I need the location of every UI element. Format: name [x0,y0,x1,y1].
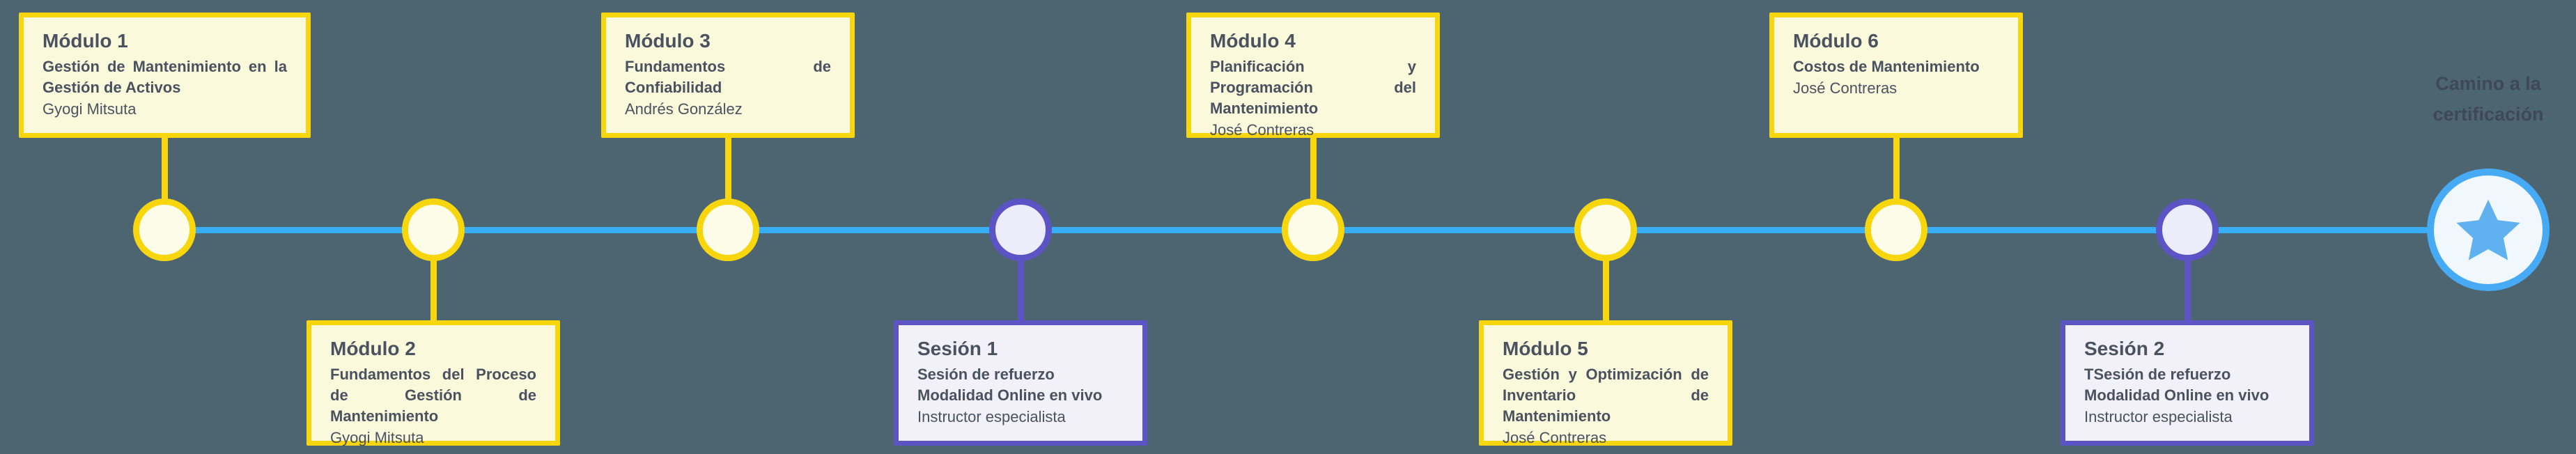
card-subtitle: Planificación y Programación del Manteni… [1210,58,1416,117]
timeline-node-sesion-2 [2156,198,2219,261]
card-title: Módulo 5 [1503,338,1588,359]
card-modulo-3: Módulo 3 Fundamentos de Confiabilidad An… [601,13,855,138]
timeline-node-modulo-2 [402,198,465,261]
card-subtitle: Gestión de Mantenimiento en la Gestión d… [42,58,287,96]
card-subtitle: Modalidad Online en vivo [917,386,1103,404]
card-subtitle: Gestión y Optimización de Inventario de … [1503,366,1709,425]
card-author: Gyogi Mitsuta [330,429,424,446]
card-subtitle: Fundamentos de Confiabilidad [625,58,831,96]
connector-sesion-2 [2185,256,2191,322]
card-title: Módulo 1 [42,30,128,52]
timeline-node-modulo-5 [1574,198,1637,261]
card-author: Andrés González [625,100,743,118]
card-title: Módulo 3 [625,30,711,52]
card-subtitle: Modalidad Online en vivo [2084,386,2269,404]
card-title: Módulo 6 [1793,30,1879,52]
timeline-node-modulo-6 [1865,198,1927,261]
connector-modulo-4 [1310,136,1317,202]
timeline-node-modulo-3 [697,198,759,261]
connector-modulo-3 [725,136,731,202]
connector-modulo-6 [1893,136,1900,202]
card-modulo-1: Módulo 1 Gestión de Mantenimiento en la … [19,13,311,138]
card-subtitle: Costos de Mantenimiento [1793,58,1980,75]
card-author: Gyogi Mitsuta [42,100,137,118]
card-subtitle: TSesión de refuerzo [2084,366,2231,383]
connector-modulo-1 [162,136,168,202]
card-author: Instructor especialista [917,408,1066,425]
connector-modulo-5 [1603,256,1609,322]
finish-caption-line2: certificación [2433,104,2544,125]
card-modulo-5: Módulo 5 Gestión y Optimización de Inven… [1479,320,1732,446]
card-title: Módulo 4 [1210,30,1296,52]
card-title: Sesión 1 [917,338,998,359]
finish-badge [2427,169,2550,291]
finish-caption: Camino a la certificación [2377,68,2576,130]
card-title: Módulo 2 [330,338,416,359]
card-author: José Contreras [1210,121,1314,139]
timeline-node-modulo-4 [1282,198,1344,261]
star-icon [2455,196,2522,263]
card-subtitle: Sesión de refuerzo [917,366,1055,383]
timeline-node-sesion-1 [989,198,1052,261]
timeline-node-modulo-1 [133,198,196,261]
card-author: José Contreras [1793,79,1898,97]
connector-modulo-2 [430,256,437,322]
card-author: José Contreras [1503,429,1607,446]
connector-sesion-1 [1018,256,1024,322]
card-sesion-2: Sesión 2 TSesión de refuerzo Modalidad O… [2061,320,2314,446]
card-title: Sesión 2 [2084,338,2165,359]
card-subtitle: Fundamentos del Proceso de Gestión de Ma… [330,366,536,425]
card-modulo-6: Módulo 6 Costos de Mantenimiento José Co… [1769,13,2023,138]
finish-caption-line1: Camino a la [2435,73,2541,94]
card-modulo-4: Módulo 4 Planificación y Programación de… [1186,13,1440,139]
card-sesion-1: Sesión 1 Sesión de refuerzo Modalidad On… [894,320,1147,446]
card-author: Instructor especialista [2084,408,2233,425]
card-modulo-2: Módulo 2 Fundamentos del Proceso de Gest… [307,320,560,446]
